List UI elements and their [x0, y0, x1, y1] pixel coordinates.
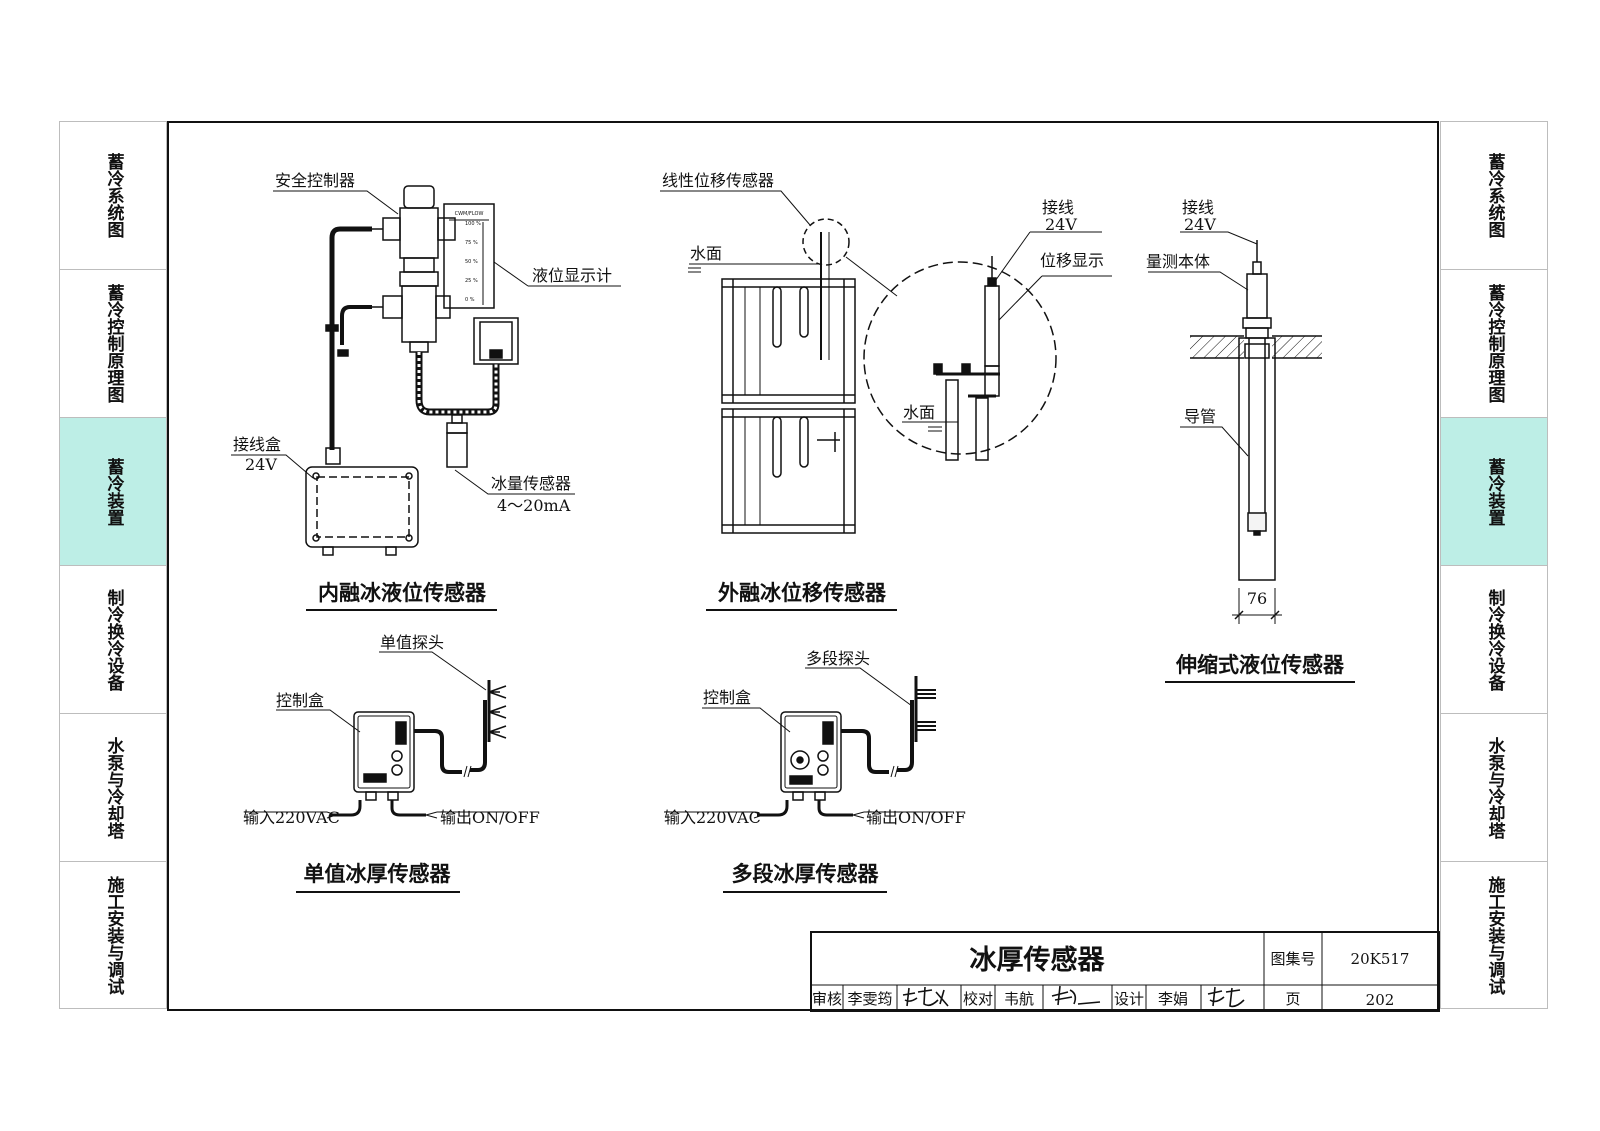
measurement-body-icon	[1242, 240, 1272, 339]
designer-signature	[1207, 986, 1245, 1008]
label-telescopic-wiring: 接线	[1182, 198, 1214, 217]
figure-multi-segment-thickness-sensor	[664, 667, 952, 819]
label-linear-sensor: 线性位移传感器	[662, 171, 774, 190]
tab-label: 水泵与冷却塔	[103, 736, 124, 839]
label-output: 输出ON/OFF	[866, 808, 966, 827]
check-label: 校对	[963, 990, 993, 1008]
right-tab-control[interactable]: 蓄冷控制原理图	[1440, 269, 1548, 417]
figure1-title: 内融冰液位传感器	[318, 581, 487, 605]
drawing-frame	[167, 121, 1439, 1011]
right-tab-refrigeration[interactable]: 制冷换冷设备	[1440, 565, 1548, 713]
ice-sensor-icon	[446, 414, 468, 468]
left-tab-installation[interactable]: 施工安装与调试	[59, 861, 167, 1009]
tab-label: 蓄冷装置	[103, 457, 124, 526]
left-tab-devices[interactable]: 蓄冷装置	[59, 417, 167, 565]
left-tab-refrigeration[interactable]: 制冷换冷设备	[59, 565, 167, 713]
right-tab-system[interactable]: 蓄冷系统图	[1440, 121, 1548, 269]
level-gauge-icon	[443, 203, 495, 309]
tab-label: 蓄冷装置	[1484, 457, 1505, 526]
tab-label: 施工安装与调试	[1484, 875, 1505, 995]
reviewer-signature	[902, 986, 949, 1007]
safety-controller-icon	[372, 185, 456, 353]
designer-name: 李娟	[1158, 990, 1188, 1008]
label-wiring-voltage: 24V	[1045, 215, 1077, 234]
atlas-label: 图集号	[1270, 950, 1315, 968]
tab-label: 制冷换冷设备	[1484, 588, 1505, 691]
right-tab-pumps[interactable]: 水泵与冷却塔	[1440, 713, 1548, 861]
checker-name: 韦航	[1004, 990, 1034, 1008]
figure4-title: 单值冰厚传感器	[304, 862, 452, 886]
label-junction-voltage: 24V	[245, 455, 277, 474]
multi-probe-icon	[914, 676, 936, 742]
atlas-number: 20K517	[1351, 950, 1410, 968]
figure-telescopic-level-sensor	[1148, 231, 1322, 624]
label-wiring: 接线	[1042, 198, 1074, 217]
design-label: 设计	[1114, 990, 1144, 1008]
label-guide-tube: 导管	[1184, 407, 1216, 426]
right-tab-devices[interactable]: 蓄冷装置	[1440, 417, 1548, 565]
label-displacement-display: 位移显示	[1040, 251, 1104, 270]
tab-label: 施工安装与调试	[103, 875, 124, 995]
label-control-box: 控制盒	[276, 691, 324, 710]
displacement-sensor-detail	[933, 256, 1000, 461]
label-single-probe: 单值探头	[380, 633, 444, 652]
gauge-mark: 25 %	[465, 278, 478, 284]
left-tab-pumps[interactable]: 水泵与冷却塔	[59, 713, 167, 861]
gauge-header: CWM/FLOW	[455, 211, 484, 217]
label-input: 输入220VAC	[243, 808, 340, 827]
label-control-box: 控制盒	[703, 688, 751, 707]
label-telescopic-voltage: 24V	[1184, 215, 1216, 234]
single-probe-icon	[487, 680, 507, 742]
right-tab-installation[interactable]: 施工安装与调试	[1440, 861, 1548, 1009]
tab-label: 蓄冷控制原理图	[1484, 284, 1505, 403]
label-dimension: 76	[1247, 589, 1267, 608]
tab-label: 蓄冷控制原理图	[103, 284, 124, 403]
figure-internal-melt-level-sensor: CWM/FLOW 100 % 75 % 50 % 25 % 0 %	[231, 185, 621, 556]
page-label: 页	[1285, 990, 1300, 1008]
junction-box-icon	[305, 466, 419, 556]
figure3-title: 伸缩式液位传感器	[1175, 653, 1345, 677]
checker-signature	[1051, 985, 1101, 1006]
right-chapter-tabs: 蓄冷系统图 蓄冷控制原理图 蓄冷装置 制冷换冷设备 水泵与冷却塔 施工安装与调试	[1440, 121, 1548, 1009]
left-tab-system[interactable]: 蓄冷系统图	[59, 121, 167, 269]
ice-tank-icon	[721, 278, 856, 534]
gauge-mark: 100 %	[465, 221, 481, 227]
label-measurement-body: 量测本体	[1146, 252, 1210, 271]
label-input: 输入220VAC	[664, 808, 761, 827]
tab-label: 制冷换冷设备	[103, 588, 124, 691]
gauge-mark: 0 %	[465, 297, 475, 303]
page-number: 202	[1366, 991, 1395, 1009]
figure-single-value-thickness-sensor	[247, 651, 512, 819]
figure5-title: 多段冰厚传感器	[732, 862, 880, 886]
label-ice-sensor: 冰量传感器	[491, 474, 571, 493]
label-safety-controller: 安全控制器	[275, 171, 355, 190]
review-label: 审核	[812, 990, 842, 1008]
label-output: 输出ON/OFF	[440, 808, 540, 827]
reviewer-name: 李雯筠	[847, 990, 892, 1008]
left-tab-control[interactable]: 蓄冷控制原理图	[59, 269, 167, 417]
label-multi-probe: 多段探头	[806, 649, 870, 668]
title-block	[810, 931, 1440, 1012]
label-level-display: 液位显示计	[532, 266, 612, 285]
tab-label: 蓄冷系统图	[1484, 153, 1505, 238]
tab-label: 水泵与冷却塔	[1484, 736, 1505, 839]
left-chapter-tabs: 蓄冷系统图 蓄冷控制原理图 蓄冷装置 制冷换冷设备 水泵与冷却塔 施工安装与调试	[59, 121, 167, 1009]
figure-external-melt-displacement-sensor	[660, 190, 1112, 534]
label-ice-sensor-signal: 4～20mA	[497, 496, 571, 515]
label-junction-box: 接线盒	[233, 435, 281, 454]
control-box-icon	[353, 711, 415, 801]
gauge-mark: 75 %	[465, 240, 478, 246]
label-water-surface: 水面	[690, 244, 722, 263]
label-water-surface-detail: 水面	[903, 403, 935, 422]
tab-label: 蓄冷系统图	[103, 153, 124, 238]
figure2-title: 外融冰位移传感器	[718, 581, 887, 605]
control-box-icon	[780, 711, 842, 801]
drawing-title: 冰厚传感器	[970, 944, 1106, 976]
gauge-mark: 50 %	[465, 259, 478, 265]
